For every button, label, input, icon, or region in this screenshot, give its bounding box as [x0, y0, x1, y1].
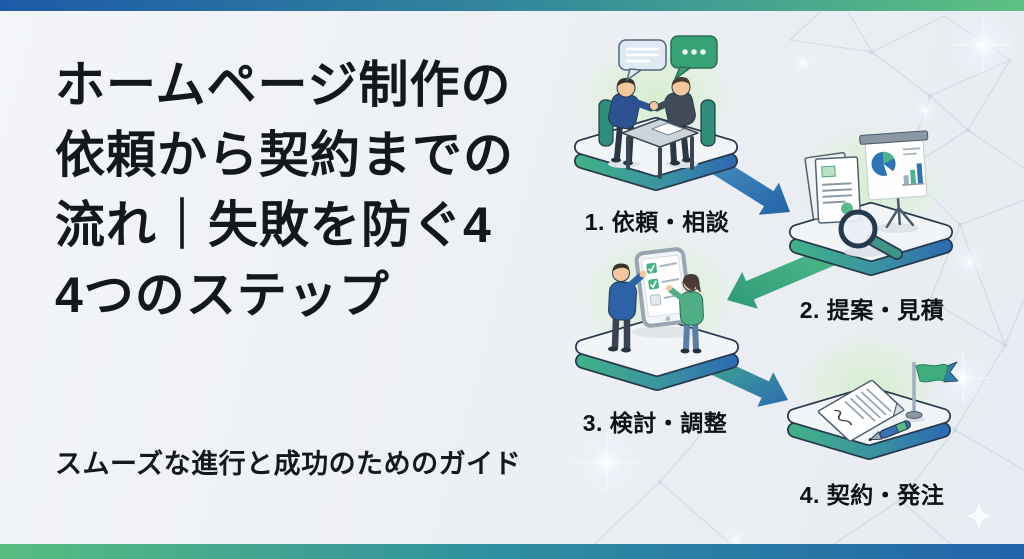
reviewer-man-figure	[608, 263, 647, 353]
vendor-figure	[653, 77, 696, 166]
chart-board-icon	[859, 130, 929, 229]
title-line-1: ホームページ制作の	[55, 57, 512, 113]
checklist-tablet-icon	[634, 247, 693, 328]
reviewer-woman-figure	[666, 274, 704, 354]
step-1-label: 1. 依頼・相談	[584, 209, 730, 235]
meeting-table	[621, 118, 699, 179]
page-title: ホームページ制作の 依頼から契約までの 流れ｜失敗を防ぐ4 4つのステップ	[55, 50, 514, 330]
bottom-accent-bar	[0, 544, 1024, 559]
pie-chart-icon	[871, 151, 896, 176]
page-subtitle: スムーズな進行と成功のためのガイド	[55, 449, 522, 479]
step-2-label: 2. 提案・見積	[799, 297, 945, 323]
sparkle-icon	[965, 502, 993, 530]
chair-right	[700, 99, 716, 147]
handshake-icon	[649, 101, 659, 111]
pen-icon	[868, 420, 911, 442]
handshake-illustration	[598, 35, 718, 179]
step-3-label: 3. 検討・調整	[582, 410, 728, 436]
magnifier-icon	[838, 209, 903, 260]
step-4-label: 4. 契約・発注	[799, 482, 945, 508]
top-accent-bar	[0, 0, 1024, 11]
contract-paper-icon	[817, 380, 905, 442]
proposal-illustration	[804, 130, 929, 260]
title-line-2: 依頼から契約までの	[55, 127, 514, 183]
document-icon	[804, 152, 862, 224]
light-flares	[571, 11, 1017, 556]
speech-bubble-client-icon	[618, 39, 667, 81]
contract-illustration	[817, 361, 959, 442]
speech-bubble-vendor-icon	[670, 35, 718, 80]
review-illustration	[608, 247, 704, 354]
flag-icon	[903, 361, 959, 422]
title-line-3: 流れ｜失敗を防ぐ4	[55, 197, 492, 253]
bar-chart-icon	[902, 163, 925, 186]
signature-icon	[834, 409, 853, 426]
title-line-4: 4つのステップ	[55, 267, 390, 323]
